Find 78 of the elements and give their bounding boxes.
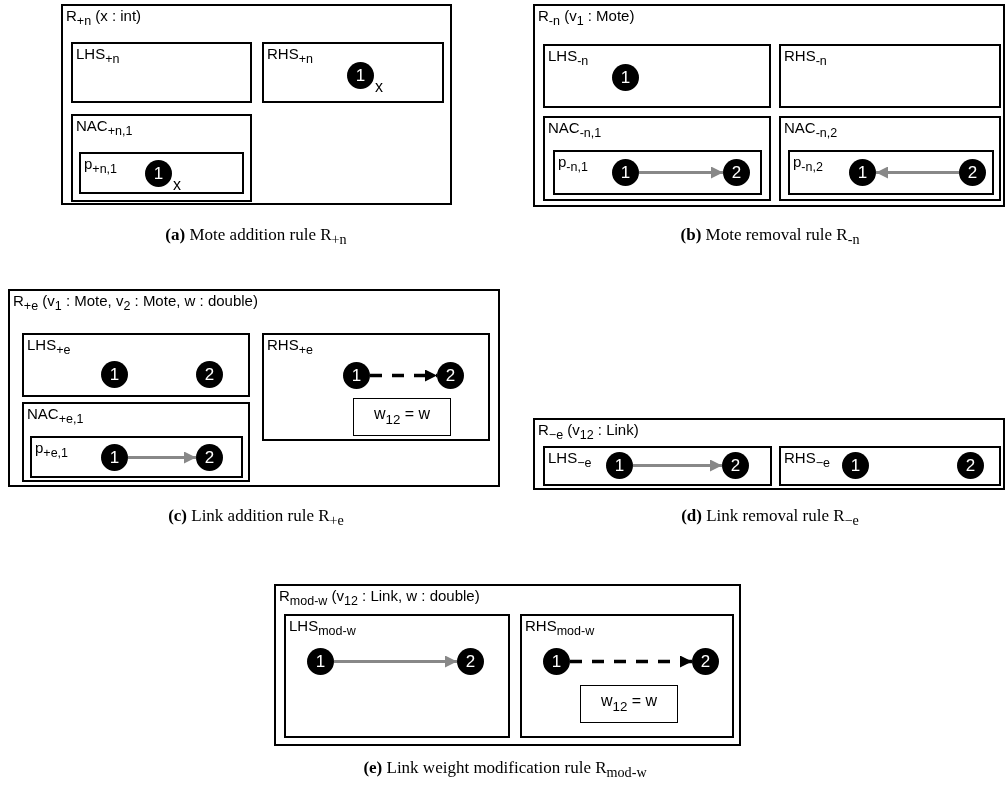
numbered-node-circle: 2	[196, 444, 223, 471]
graph-box	[71, 42, 252, 103]
box-title: p$_{-n,2}$	[793, 153, 823, 176]
numbered-node-circle: 2	[722, 452, 749, 479]
arrow	[633, 459, 722, 472]
graph-box	[553, 150, 762, 195]
numbered-node-circle: 1	[612, 159, 639, 186]
numbered-node-circle: 2	[196, 361, 223, 388]
arrow	[128, 451, 196, 464]
numbered-node-circle: 1	[343, 362, 370, 389]
graph-box	[30, 436, 243, 478]
graph-box	[779, 446, 1001, 486]
box-title: p$_{+n,1}$	[84, 155, 118, 178]
graph-box	[543, 116, 771, 201]
box-title: LHS$_{-n}$	[548, 47, 589, 70]
arrow	[876, 166, 959, 179]
attribute-box	[353, 398, 451, 436]
box-title: NAC$_{-n,2}$	[784, 119, 838, 142]
numbered-node-circle: 1	[842, 452, 869, 479]
graph-box	[520, 614, 734, 738]
box-title: NAC$_{+n,1}$	[76, 117, 133, 140]
node-attribute-label: x	[173, 177, 181, 193]
arrow	[334, 655, 457, 668]
graph-box	[262, 333, 490, 441]
subfigure-caption: (c) Link addition rule R$_{+e}$	[168, 506, 344, 530]
graph-box	[284, 614, 510, 738]
dashed-arrow	[370, 369, 437, 382]
box-title: R$_{+e}$ (v$_{1}$ : Mote, v$_{2}$ : Mote, w : double)	[13, 292, 258, 315]
subfigure-caption: (a) Mote addition rule R$_{+n}$	[165, 225, 347, 249]
box-title: p$_{-n,1}$	[558, 153, 588, 176]
graph-box	[71, 114, 252, 202]
subfigure-caption: (b) Mote removal rule R$_{-n}$	[680, 225, 860, 249]
graph-box	[779, 116, 1001, 201]
dashed-arrow	[570, 655, 692, 668]
box-title: R$_{mod-w}$ (v$_{12}$ : Link, w : double)	[279, 587, 480, 610]
numbered-node-circle: 1	[606, 452, 633, 479]
box-title: R$_{+n}$ (x : int)	[66, 7, 142, 30]
graph-box	[543, 44, 771, 108]
box-title: RHS$_{+n}$	[267, 45, 313, 68]
numbered-node-circle: 2	[723, 159, 750, 186]
attribute-condition: w$_{12}$ = w	[372, 405, 432, 429]
box-title: LHS$_{−e}$	[548, 449, 592, 472]
node-attribute-label: x	[375, 79, 383, 95]
box-title: p$_{+e,1}$	[35, 439, 69, 462]
box-title: NAC$_{-n,1}$	[548, 119, 602, 142]
numbered-node-circle: 1	[612, 64, 639, 91]
box-title: LHS$_{+n}$	[76, 45, 120, 68]
graph-box	[788, 150, 994, 195]
graph-box	[79, 152, 244, 194]
graph-box	[22, 333, 250, 397]
attribute-box	[580, 685, 678, 723]
graph-box	[543, 446, 772, 486]
box-title: R$_{−e}$ (v$_{12}$ : Link)	[538, 421, 639, 444]
numbered-node-circle: 2	[437, 362, 464, 389]
numbered-node-circle: 2	[457, 648, 484, 675]
box-title: NAC$_{+e,1}$	[27, 405, 84, 428]
numbered-node-circle: 1	[849, 159, 876, 186]
numbered-node-circle: 2	[959, 159, 986, 186]
box-title: LHS$_{+e}$	[27, 336, 71, 359]
subfigure-caption: (d) Link removal rule R$_{−e}$	[681, 506, 859, 530]
numbered-node-circle: 1	[101, 361, 128, 388]
box-title: RHS$_{−e}$	[784, 449, 830, 472]
arrow	[639, 166, 723, 179]
graph-box	[262, 42, 444, 103]
box-title: RHS$_{-n}$	[784, 47, 827, 70]
attribute-condition: w$_{12}$ = w	[599, 692, 659, 716]
numbered-node-circle: 1	[307, 648, 334, 675]
graph-box	[22, 402, 250, 482]
box-title: RHS$_{mod-w}$	[525, 617, 595, 640]
box-title: LHS$_{mod-w}$	[289, 617, 356, 640]
subfigure-caption: (e) Link weight modification rule R$_{mod-w}$	[363, 758, 647, 782]
numbered-node-circle: 1	[101, 444, 128, 471]
graph-box	[779, 44, 1001, 108]
numbered-node-circle: 1	[543, 648, 570, 675]
box-title: R$_{-n}$ (v$_{1}$ : Mote)	[538, 7, 635, 30]
box-title: RHS$_{+e}$	[267, 336, 313, 359]
numbered-node-circle: 2	[957, 452, 984, 479]
numbered-node-circle: 2	[692, 648, 719, 675]
